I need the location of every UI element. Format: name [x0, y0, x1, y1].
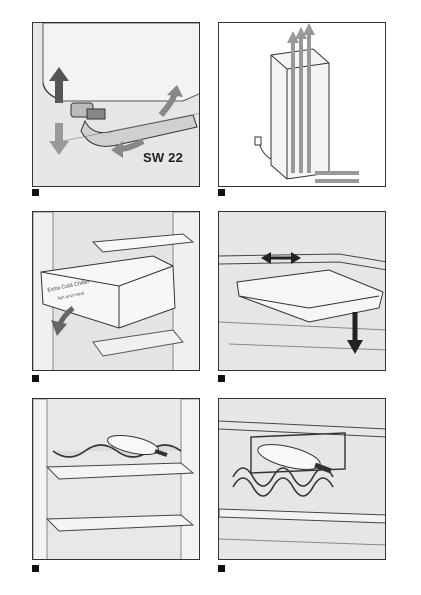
right-arrow-icon: [291, 252, 301, 264]
panel-wine-rack: [218, 398, 386, 560]
chiller-drawer-illustration: [33, 212, 199, 370]
panel-levelling-feet: SW 22: [32, 22, 200, 187]
step-marker-1: [32, 189, 39, 196]
up-arrow-icon: [49, 67, 69, 103]
drawer-removal-illustration: [219, 212, 385, 370]
step-marker-4: [218, 375, 225, 382]
spanner-size-label: SW 22: [143, 150, 184, 165]
down-arrow-icon: [347, 340, 363, 354]
down-arrow-icon: [49, 123, 69, 155]
panel-ventilation: [218, 22, 386, 187]
left-arrow-icon: [261, 252, 271, 264]
panel-bottle-rack: [32, 398, 200, 560]
panel-chiller-drawer: Extra Cold Chiller fish and meat: [32, 211, 200, 371]
bottle-rack-illustration: [33, 399, 199, 559]
ventilation-illustration: [219, 23, 385, 186]
step-marker-5: [32, 565, 39, 572]
step-marker-2: [218, 189, 225, 196]
panel-drawer-removal: [218, 211, 386, 371]
levelling-foot-illustration: [33, 23, 199, 186]
step-marker-6: [218, 565, 225, 572]
step-marker-3: [32, 375, 39, 382]
wine-rack-illustration: [219, 399, 385, 559]
